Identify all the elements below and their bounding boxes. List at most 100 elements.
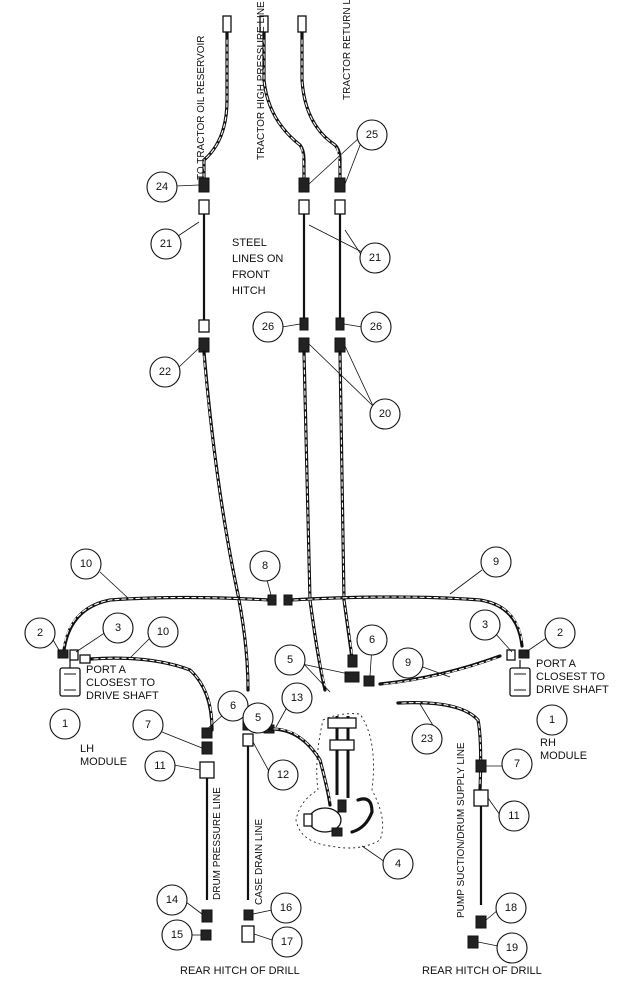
fitting-6-left xyxy=(201,727,213,739)
label-steel-2: LINES ON xyxy=(232,253,283,265)
callout-19: 19 xyxy=(496,932,528,964)
label-steel-3: FRONT xyxy=(232,269,270,281)
callout-15-text: 15 xyxy=(171,929,183,941)
callout-6-right: 6 xyxy=(356,624,388,656)
label-port-left-2: CLOSEST TO xyxy=(86,677,156,689)
callout-26-right: 26 xyxy=(360,311,392,343)
callout-8-text: 8 xyxy=(262,560,268,572)
callout-1-left: 1 xyxy=(49,708,81,740)
label-port-right-2: CLOSEST TO xyxy=(536,671,606,683)
callout-11-left: 11 xyxy=(144,750,176,782)
rh-module-group xyxy=(506,649,531,697)
callout-18: 18 xyxy=(495,892,527,924)
fitting-18 xyxy=(475,915,487,929)
callout-24-text: 24 xyxy=(156,181,168,193)
callout-10-upper-text: 10 xyxy=(80,558,92,570)
callout-15: 15 xyxy=(161,919,193,951)
callout-2-left-text: 2 xyxy=(37,627,43,639)
callout-3-left-text: 3 xyxy=(115,622,121,634)
callout-22-text: 22 xyxy=(159,366,171,378)
label-port-left-1: PORT A xyxy=(86,664,127,676)
callout-9-upper: 9 xyxy=(480,546,512,578)
label-steel-4: HITCH xyxy=(232,285,266,297)
label-rear-hitch-right: REAR HITCH OF DRILL xyxy=(422,965,542,977)
callout-5-right-text: 5 xyxy=(287,654,293,666)
rh-module xyxy=(509,667,531,697)
callout-7-right: 7 xyxy=(501,748,533,780)
label-port-right-3: DRIVE SHAFT xyxy=(536,684,609,696)
callout-25: 25 xyxy=(356,119,388,151)
fitting-25b xyxy=(334,177,346,193)
label-return-line: TRACTOR RETURN LINE xyxy=(342,0,353,100)
callout-1-right-text: 1 xyxy=(549,714,555,726)
callout-7-right-text: 7 xyxy=(514,758,520,770)
tee-8 xyxy=(267,594,277,606)
callout-9-upper-text: 9 xyxy=(493,556,499,568)
fitting-19 xyxy=(467,935,479,949)
steel-lines-group xyxy=(198,199,346,353)
callout-17-text: 17 xyxy=(281,936,293,948)
callout-2-right: 2 xyxy=(544,617,576,649)
callout-5-right: 5 xyxy=(274,644,306,676)
callout-3-right-text: 3 xyxy=(482,619,488,631)
callout-2-left: 2 xyxy=(24,617,56,649)
callout-22: 22 xyxy=(149,356,181,388)
callout-16: 16 xyxy=(270,892,302,924)
callout-20: 20 xyxy=(369,398,401,430)
leader-lines xyxy=(51,136,549,947)
callout-14-text: 14 xyxy=(166,894,178,906)
callout-16-text: 16 xyxy=(280,902,292,914)
fitting-14 xyxy=(201,909,213,923)
label-high-pressure: TRACTOR HIGH PRESSURE LINE xyxy=(256,1,267,160)
callout-26-right-text: 26 xyxy=(370,321,382,333)
callout-12: 12 xyxy=(267,759,299,791)
callout-10-upper: 10 xyxy=(70,548,102,580)
label-rh-2: MODULE xyxy=(540,750,587,762)
label-rear-hitch-left: REAR HITCH OF DRILL xyxy=(180,965,300,977)
label-pump-suction: PUMP SUCTION/DRUM SUPPLY LINE xyxy=(456,742,467,918)
fitting-26b xyxy=(335,317,345,331)
callout-11-right: 11 xyxy=(498,800,530,832)
label-port-right-1: PORT A xyxy=(536,658,577,670)
return-coupler xyxy=(297,15,307,33)
label-rh-1: RH xyxy=(540,737,556,749)
fitting-7-right xyxy=(475,759,487,773)
callout-21-right: 21 xyxy=(359,242,391,274)
label-lh-2: MODULE xyxy=(80,756,127,768)
callout-3-left: 3 xyxy=(102,612,134,644)
callout-21-right-text: 21 xyxy=(369,252,381,264)
label-steel-1: STEEL xyxy=(232,237,267,249)
callout-13: 13 xyxy=(281,682,313,714)
fitting-17 xyxy=(241,925,255,943)
callout-21-left: 21 xyxy=(150,228,182,260)
hose-high-pressure-lower xyxy=(302,350,327,692)
fitting-15 xyxy=(200,929,212,941)
callout-6-left-text: 6 xyxy=(230,700,236,712)
cross-hoses-group xyxy=(62,594,524,792)
label-to-reservoir: TO TRACTOR OIL RESERVOIR xyxy=(196,36,207,180)
callout-4-text: 4 xyxy=(395,858,401,870)
callout-20-text: 20 xyxy=(379,408,391,420)
callout-26-left-text: 26 xyxy=(262,321,274,333)
callout-1-left-text: 1 xyxy=(62,718,68,730)
hose-10-upper xyxy=(62,595,272,652)
callout-10-lower-text: 10 xyxy=(157,626,169,638)
pump-assembly-group xyxy=(268,713,384,849)
callout-23-text: 23 xyxy=(421,733,433,745)
tee-5-right xyxy=(344,671,360,683)
callout-26-left: 26 xyxy=(252,311,284,343)
callout-4: 4 xyxy=(382,848,414,880)
callout-12-text: 12 xyxy=(277,769,289,781)
label-case-drain: CASE DRAIN LINE xyxy=(254,819,265,905)
callout-1-right: 1 xyxy=(536,704,568,736)
callout-5-left-text: 5 xyxy=(255,712,261,724)
fitting-22 xyxy=(198,337,210,353)
reservoir-coupler xyxy=(222,15,232,33)
callout-7-left: 7 xyxy=(132,709,164,741)
callout-14: 14 xyxy=(156,884,188,916)
hose-return xyxy=(300,30,342,184)
lh-module-group xyxy=(57,649,81,697)
callout-6-right-text: 6 xyxy=(369,634,375,646)
fitting-26a xyxy=(299,317,309,331)
